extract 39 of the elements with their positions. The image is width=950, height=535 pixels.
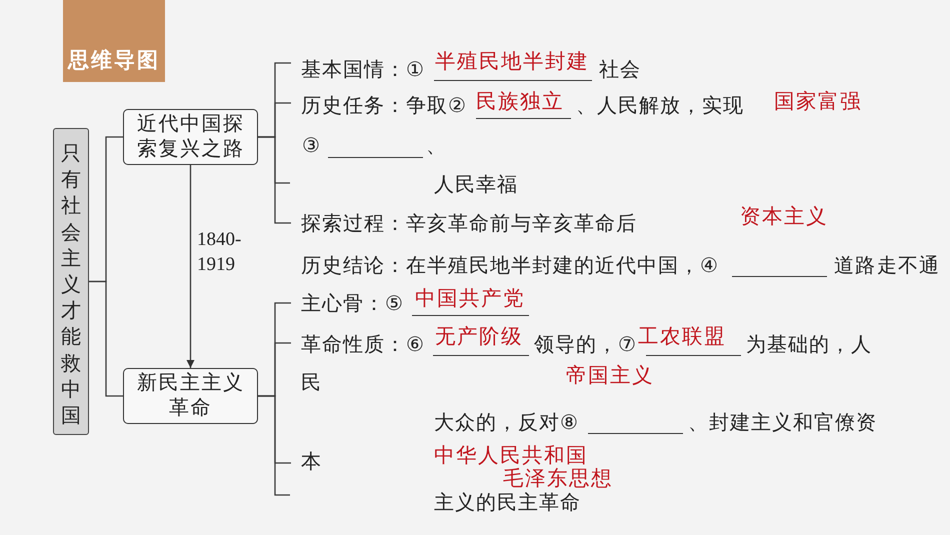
topic-box: 近代中国探索复兴之路 <box>123 109 258 165</box>
item-text: 探索过程：辛亥革命前与辛亥革命后 <box>301 213 637 235</box>
item-text: 基本国情：① <box>301 59 425 81</box>
item-text: 、封建主义和官僚资 <box>688 412 877 434</box>
answer-text: 中华人民共和国 <box>434 445 588 467</box>
item-text: 历史结论：在半殖民地半封建的近代中国，④ <box>301 255 719 277</box>
item-text: 大众的，反对⑧ <box>434 412 579 434</box>
answer-text: 国家富强 <box>774 91 862 113</box>
item-text: 本 <box>301 451 322 473</box>
answer-text: 无产阶级 <box>435 326 523 348</box>
item-text: ③ <box>302 135 321 157</box>
item-text: 走不通 <box>877 255 940 277</box>
answer-text: 民族独立 <box>476 91 564 113</box>
answer-text: 工农联盟 <box>638 326 726 348</box>
item-text: 领导的，⑦ <box>534 334 637 356</box>
connector-line <box>258 395 290 496</box>
answer-text: 资本主义 <box>740 206 828 228</box>
answer-text: 毛泽东思想 <box>503 468 613 490</box>
item-text: 历史任务：争取② <box>301 95 467 117</box>
item-text: 为基础的，人 <box>746 334 872 356</box>
title-banner: 思维导图 <box>63 0 165 82</box>
arrow <box>186 165 194 368</box>
item-text: 、 <box>426 135 447 157</box>
item-text: 革命性质：⑥ <box>301 334 425 356</box>
item-text: 道路 <box>834 255 876 277</box>
topic-box: 新民主主义革命 <box>123 368 258 424</box>
item-text: 主义的民主革命 <box>434 492 581 514</box>
connector-line <box>258 136 291 224</box>
answer-text: 帝国主义 <box>566 365 654 387</box>
item-text: 社会 <box>599 59 641 81</box>
connector-line <box>89 280 123 397</box>
item-text: 人民幸福 <box>434 174 518 196</box>
item-text: 民 <box>301 372 322 394</box>
edge-label: 1840-1919 <box>197 228 242 277</box>
answer-text: 半殖民地半封建 <box>435 51 589 73</box>
answer-text: 中国共产党 <box>415 288 525 310</box>
item-text: 、人民解放，实现 <box>576 95 744 117</box>
item-text: 主心骨：⑤ <box>301 293 404 315</box>
topic-box: 只有社会主义才能救中国 <box>53 128 89 435</box>
